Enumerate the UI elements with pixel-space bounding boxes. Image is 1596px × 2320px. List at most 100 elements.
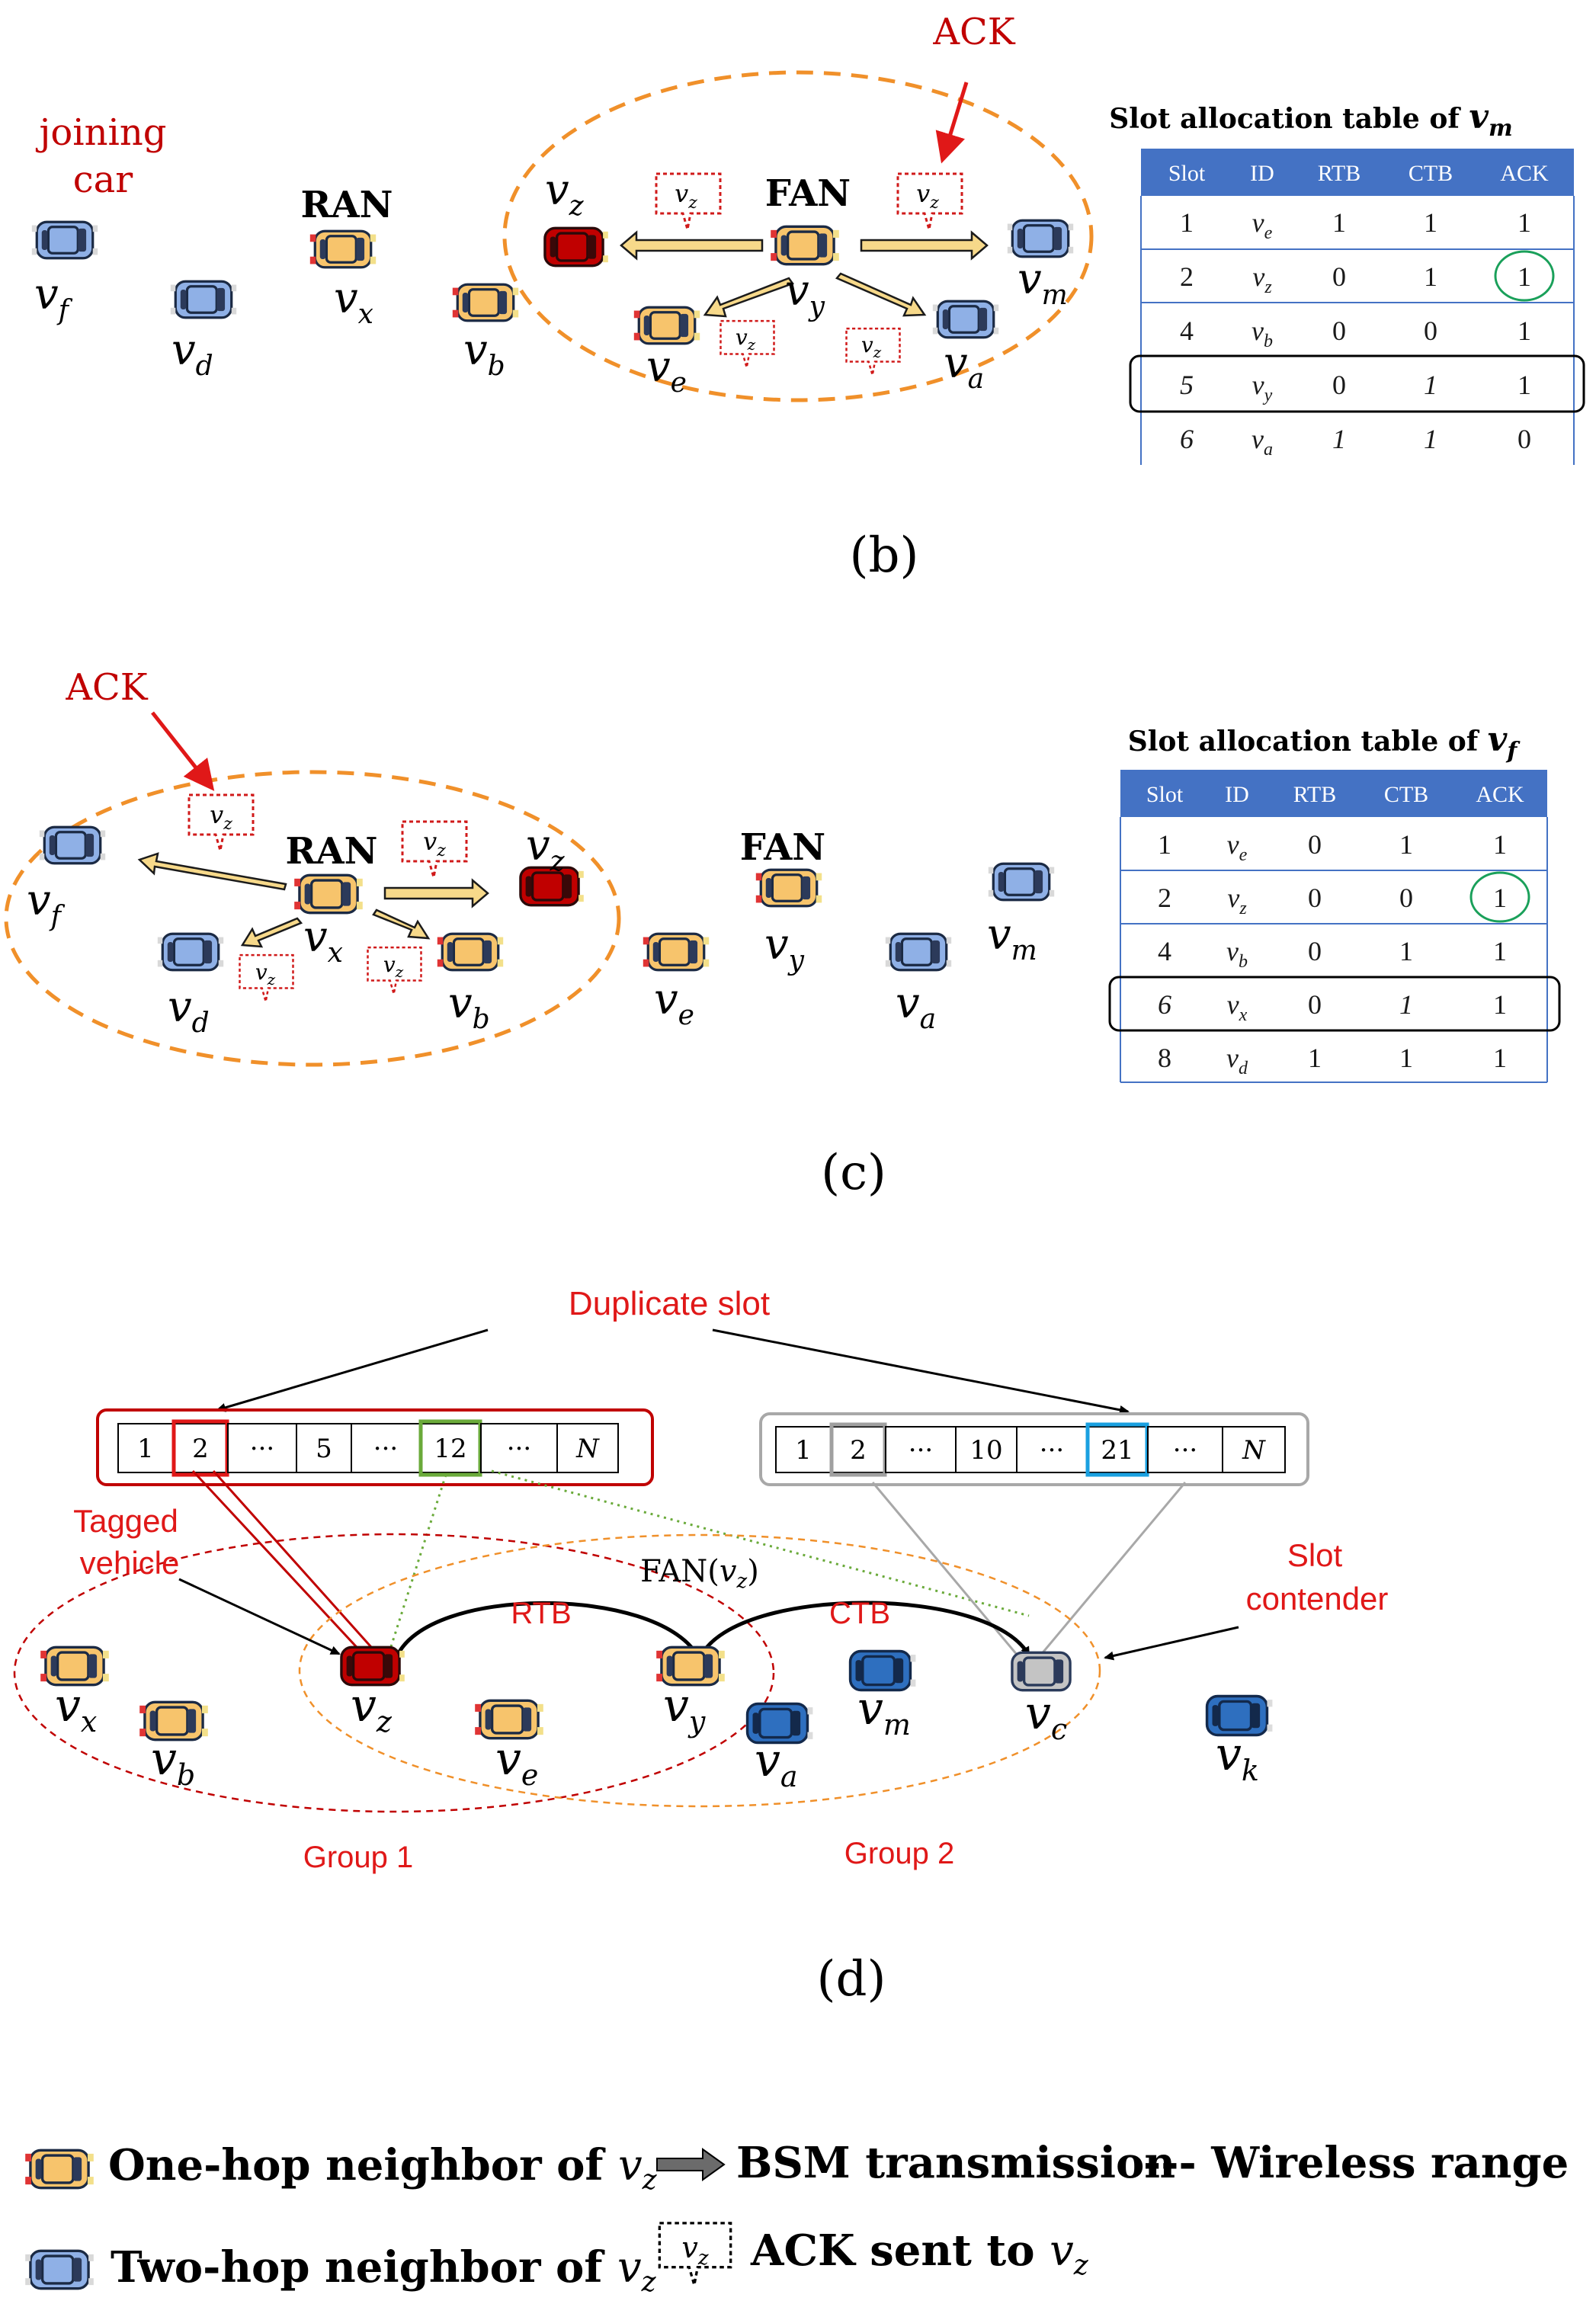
vehicle-va-car: [884, 932, 953, 972]
table-cell: 1: [1493, 1043, 1507, 1073]
table-cell: 1: [1517, 370, 1531, 400]
contender-label-2: contender: [1246, 1581, 1389, 1617]
table-id-sub: a: [1264, 440, 1273, 460]
group2-label: Group 2: [844, 1837, 955, 1870]
vehicle-label-vb: vb: [463, 325, 505, 382]
vehicle-label-va: va: [944, 338, 984, 395]
ack-highlight-circle: [1494, 250, 1555, 302]
table-id-var: v: [1252, 207, 1264, 238]
table-header-row: [1120, 770, 1547, 817]
slot-cell-label: N: [1242, 1435, 1266, 1466]
vehicle-label-vc: vc: [1025, 1687, 1067, 1746]
vehicle-label-vm: vm: [987, 910, 1037, 966]
legend-ack-text: ACK sent to vz: [750, 2225, 1089, 2281]
slot-cell-label: ···: [909, 1435, 933, 1466]
vehicle-label-vz: vz: [351, 1679, 393, 1738]
vehicle-label-vm: vm: [857, 1682, 911, 1742]
slot-link: [212, 1469, 379, 1655]
tagged-label-1: Tagged: [73, 1503, 178, 1539]
table-cell: ve: [1252, 207, 1273, 243]
bubble-text: vz: [255, 960, 276, 989]
table-cell: 1: [1399, 829, 1413, 860]
table-id-sub: e: [1239, 845, 1248, 865]
table-id-var: v: [1251, 316, 1264, 346]
panel-c: ACK RAN FAN vz vz vz vz vf vx vz vd vb v: [4, 666, 1561, 1201]
bubble-text: vz: [861, 332, 882, 361]
vehicle-vd-car: [156, 932, 225, 972]
vehicle-vd-car: [169, 280, 238, 319]
vehicle-label-ve: ve: [646, 342, 687, 399]
vehicle-label-vf: vf: [27, 876, 66, 932]
table-id-sub: b: [1239, 952, 1248, 972]
legend: One-hop neighbor of vz Two-hop neighbor …: [24, 2138, 1569, 2298]
vehicle-label-vk: vk: [1216, 1728, 1259, 1787]
ack-arrow: [935, 82, 969, 164]
vehicle-ve-car: [642, 932, 710, 972]
ack-label: ACK: [932, 11, 1015, 53]
table-id-sub: d: [1239, 1059, 1248, 1078]
wireless-range-ellipse: [502, 70, 1094, 402]
slot-cell-label: 2: [850, 1435, 867, 1466]
legend-one-hop-car: [24, 2149, 95, 2190]
table-header-cell: ACK: [1500, 161, 1549, 186]
table-cell: va: [1251, 424, 1273, 460]
fan-vz-label: FAN(vz): [640, 1554, 759, 1593]
table-id-var: v: [1226, 936, 1239, 966]
table-id-sub: b: [1264, 332, 1273, 351]
slot-cell: [1222, 1426, 1286, 1473]
duplicate-slot-label: Duplicate slot: [569, 1285, 770, 1322]
table-id-sub: z: [1264, 277, 1272, 297]
table-cell: 0: [1308, 936, 1322, 966]
ack-arrow: [151, 711, 215, 791]
vehicle-label-vf: vf: [34, 270, 73, 326]
highlight-row-box: [1108, 976, 1561, 1032]
table-cell: 4: [1180, 316, 1194, 346]
duplicate-arrow-left: [216, 1328, 489, 1412]
vehicle-label-vm: vm: [1018, 255, 1068, 311]
table-cell: 0: [1399, 883, 1413, 913]
vehicle-vx-car: [293, 873, 364, 915]
slot-cell-label: ···: [373, 1434, 398, 1464]
table-cell: 1: [1158, 829, 1171, 860]
slot-link: [191, 1469, 366, 1657]
vehicle-vm-car: [987, 862, 1056, 902]
vehicle-label-vy: vy: [663, 1679, 706, 1738]
legend-one-hop-text: One-hop neighbor of vz: [108, 2140, 658, 2196]
slot-cell-label: ···: [1173, 1435, 1197, 1466]
bsm-arrows: [620, 230, 989, 318]
table-id-var: v: [1227, 883, 1239, 913]
slot-cell-label: N: [575, 1434, 600, 1464]
table-cell: 0: [1517, 424, 1531, 454]
vehicle-vy-car: [770, 225, 840, 266]
slot-cell-label: ···: [1040, 1435, 1064, 1466]
table-header-cell: ACK: [1476, 782, 1524, 807]
table-id-var: v: [1227, 829, 1239, 860]
slot-cell: [117, 1423, 174, 1473]
duplicate-arrow-right: [712, 1328, 1130, 1415]
table-cell: 0: [1424, 316, 1437, 346]
vehicle-label-vy: vy: [785, 266, 825, 322]
slot-cell: [480, 1423, 558, 1473]
table-cell: 1: [1517, 316, 1531, 346]
legend-wireless-text: --- Wireless range: [1143, 2138, 1569, 2188]
table-cell: 2: [1158, 883, 1171, 913]
contender-arrow: [1104, 1626, 1239, 1661]
slot-link: [387, 1474, 447, 1655]
slot-link: [1039, 1482, 1187, 1656]
table-cell: 0: [1332, 370, 1346, 400]
legend-two-hop-text: Two-hop neighbor of vz: [111, 2242, 657, 2298]
table-header-cell: RTB: [1318, 161, 1361, 186]
table-title: Slot allocation table of vf: [1128, 720, 1521, 764]
slot-cell-label: 21: [1101, 1435, 1133, 1466]
slot-cell: [351, 1423, 421, 1473]
highlight-row-box: [1129, 354, 1585, 413]
table-header-cell: Slot: [1146, 782, 1184, 807]
slot-cell: [955, 1426, 1018, 1473]
table-cell: 1: [1517, 261, 1531, 292]
bubble-text: vz: [675, 179, 697, 213]
